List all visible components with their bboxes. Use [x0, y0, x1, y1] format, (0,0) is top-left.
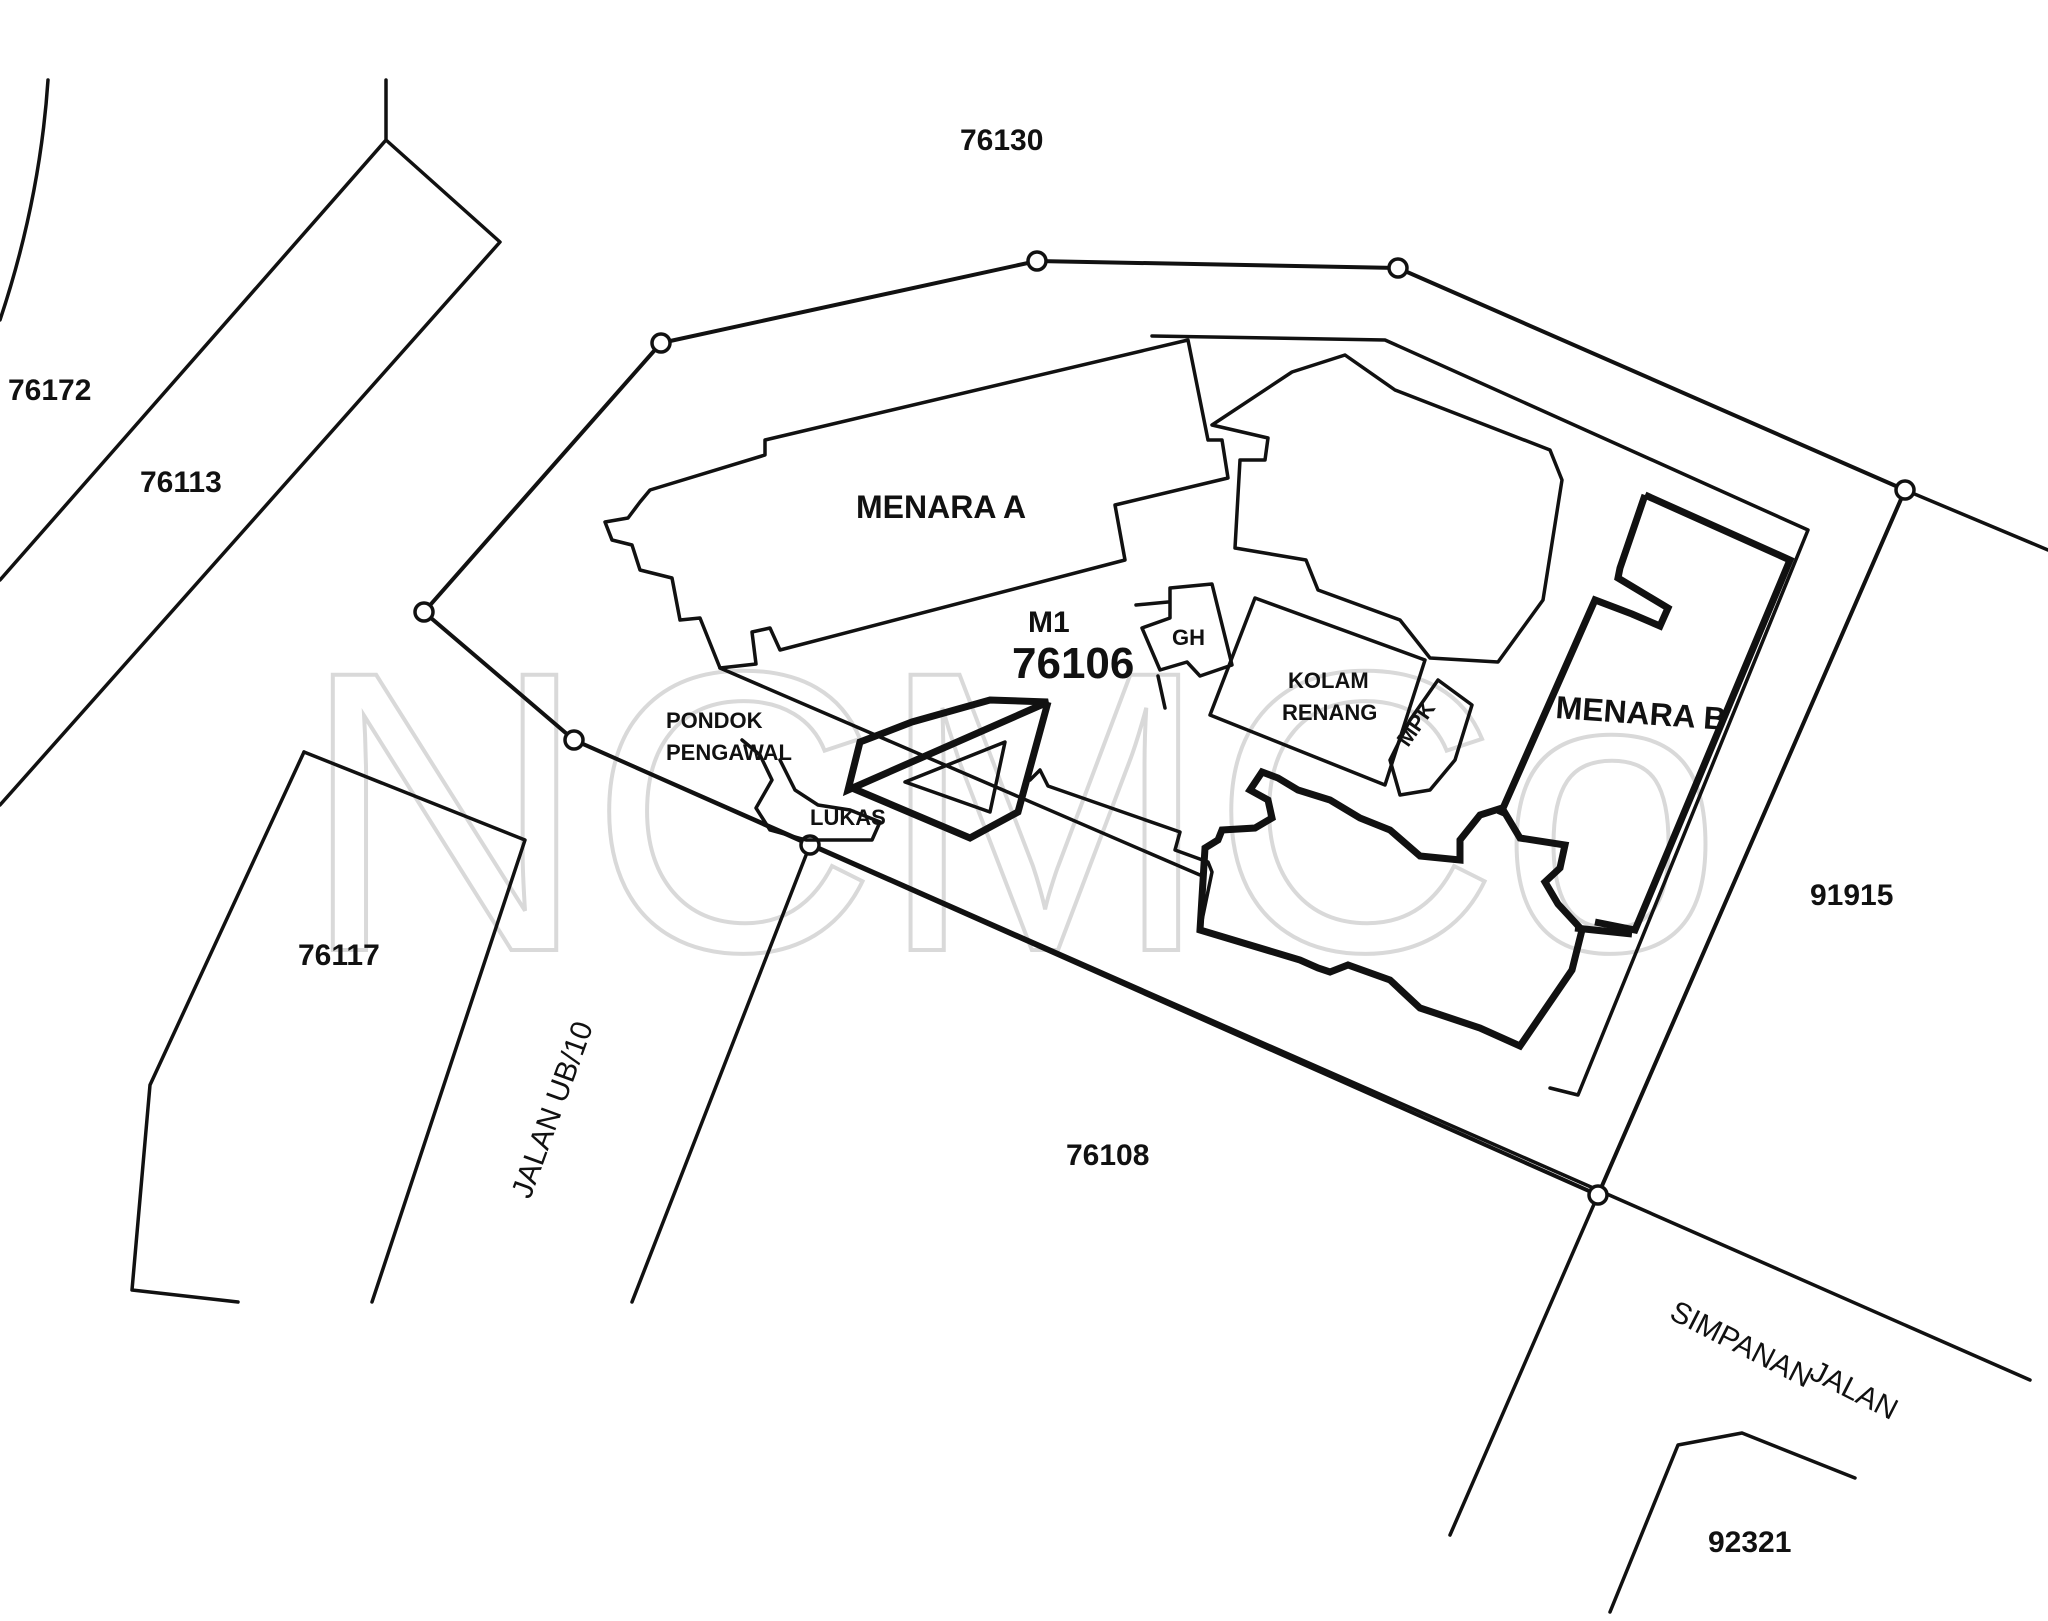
gh-annex: [1134, 600, 1170, 607]
inner-front-edge: [718, 666, 1202, 877]
gh-building-outline: [1140, 582, 1234, 678]
main-lot-number: 76106: [1012, 639, 1134, 688]
pondok-pengawal-outline: [740, 738, 882, 842]
lot-label-76130: 76130: [960, 124, 1043, 157]
boundary-stone: [1894, 479, 1916, 501]
boundary-stone: [413, 601, 435, 623]
planter-outer-bottom: [850, 701, 1052, 842]
upper-block-outline: [1210, 353, 1564, 664]
main-lot-prefix: M1: [1028, 606, 1070, 639]
menara-a-label: MENARA A: [856, 489, 1026, 525]
boundary-stone: [1587, 1184, 1609, 1206]
mpk-outline: [1388, 678, 1474, 797]
building-footprints: [603, 334, 1810, 1097]
pondok-label-line1: PONDOK: [666, 708, 763, 733]
lot-line-76108-east: [1448, 1193, 1600, 1537]
lot-line-76113: [0, 78, 502, 807]
boundary-stone: [650, 332, 672, 354]
boundary-stone: [1387, 257, 1409, 279]
gh-label: GH: [1172, 625, 1205, 650]
boundary-stone: [563, 729, 585, 751]
lot-line-91915-north: [1903, 488, 2048, 552]
lot-label-76113: 76113: [140, 466, 222, 499]
planter-inner-triangle: [903, 740, 1007, 814]
menara-b-west-wall: [1496, 493, 1673, 817]
kolam-label-line1: KOLAM: [1288, 668, 1369, 693]
lot-label-92321: 92321: [1708, 1526, 1791, 1559]
main-lot-boundary: [413, 250, 1916, 1206]
kolam-renang-outline: [1208, 596, 1427, 787]
kolam-label-line2: RENANG: [1282, 700, 1377, 725]
simpanan-label-line1: SIMPANAN: [1665, 1295, 1818, 1395]
lot-label-76108: 76108: [1066, 1139, 1149, 1172]
lukas-label: LUKAS: [810, 805, 886, 830]
lot-label-91915: 91915: [1810, 879, 1893, 912]
menara-b-east-wall: [1594, 491, 1795, 934]
pondok-label-line2: PENGAWAL: [666, 740, 792, 765]
south-block-outline: [1196, 767, 1586, 1051]
gh-stub: [1156, 674, 1167, 710]
south-block-link: [1574, 924, 1633, 938]
boundary-stone: [1026, 250, 1048, 272]
lot-line-76117-east: [302, 750, 527, 1304]
lot-label-76117: 76117: [298, 939, 380, 972]
simpanan-label-line2: JALAN: [1805, 1355, 1903, 1427]
jalan-ub10-label: JALAN UB/10: [506, 1017, 600, 1202]
lot-label-76172: 76172: [8, 374, 91, 407]
jalan-ub10-east-edge: [630, 843, 812, 1304]
menara-a-outline: [603, 338, 1230, 670]
lot-line-76117-west: [130, 750, 306, 1304]
planter-outer-top: [842, 696, 1050, 797]
inner-site-edge: [1150, 334, 1810, 1097]
lot-line-76172-east: [0, 78, 50, 322]
drive-strip: [1028, 768, 1214, 932]
lot-line-92321: [1608, 1431, 1857, 1614]
